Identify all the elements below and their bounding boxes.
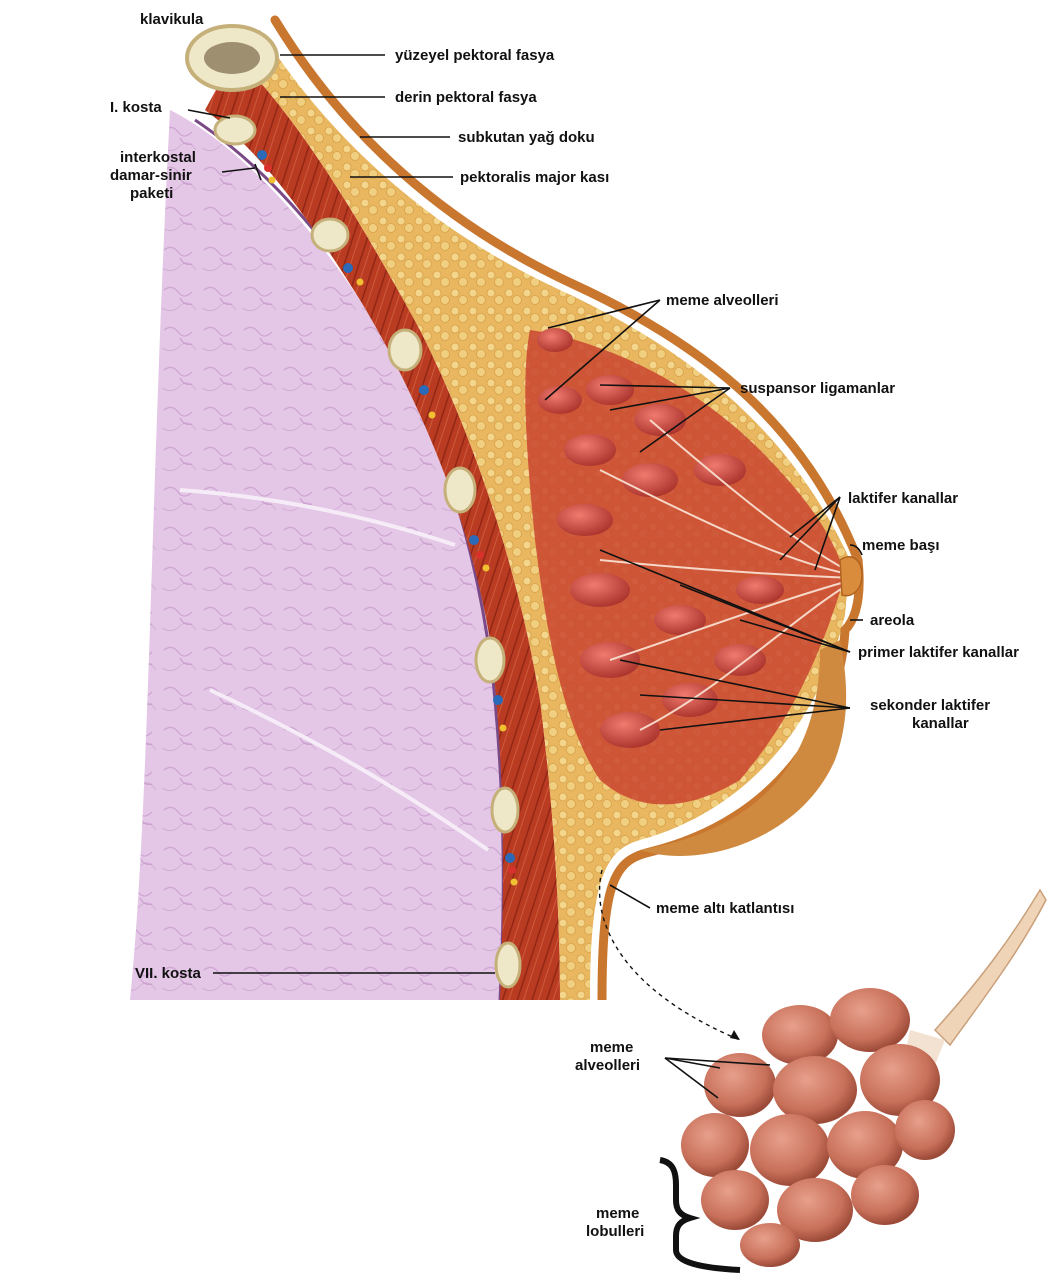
lobule-inset	[681, 890, 1046, 1267]
label-kosta1: I. kosta	[110, 99, 162, 116]
label-kosta7: VII. kosta	[135, 965, 202, 982]
label-areola: areola	[870, 612, 915, 629]
bottom-fade	[100, 1000, 620, 1030]
label-sekonder-1: sekonder laktifer	[870, 697, 990, 714]
label-primer: primer laktifer kanallar	[858, 644, 1019, 661]
label-interkostal-2: damar-sinir	[110, 167, 192, 184]
label-alti-katlanti: meme altı katlantısı	[656, 900, 794, 917]
label-inset-alveol-1: meme	[590, 1039, 633, 1056]
label-pektoralis: pektoralis major kası	[460, 169, 609, 186]
label-subkutan: subkutan yağ doku	[458, 129, 595, 146]
label-yuzeyel: yüzeyel pektoral fasya	[395, 47, 555, 64]
label-derin: derin pektoral fasya	[395, 89, 537, 106]
label-laktifer: laktifer kanallar	[848, 490, 958, 507]
inset-arrow	[600, 870, 740, 1040]
label-inset-alveol-2: alveolleri	[575, 1057, 640, 1074]
label-lobul-2: lobulleri	[586, 1223, 644, 1240]
label-interkostal-3: paketi	[130, 185, 173, 202]
label-sekonder-2: kanallar	[912, 715, 969, 732]
label-meme-basi: meme başı	[862, 537, 940, 554]
label-interkostal-1: interkostal	[120, 149, 196, 166]
label-alveoller: meme alveolleri	[666, 292, 779, 309]
label-suspansor: suspansor ligamanlar	[740, 380, 895, 397]
label-lobul-1: meme	[596, 1205, 639, 1222]
label-klavikula: klavikula	[140, 11, 204, 28]
